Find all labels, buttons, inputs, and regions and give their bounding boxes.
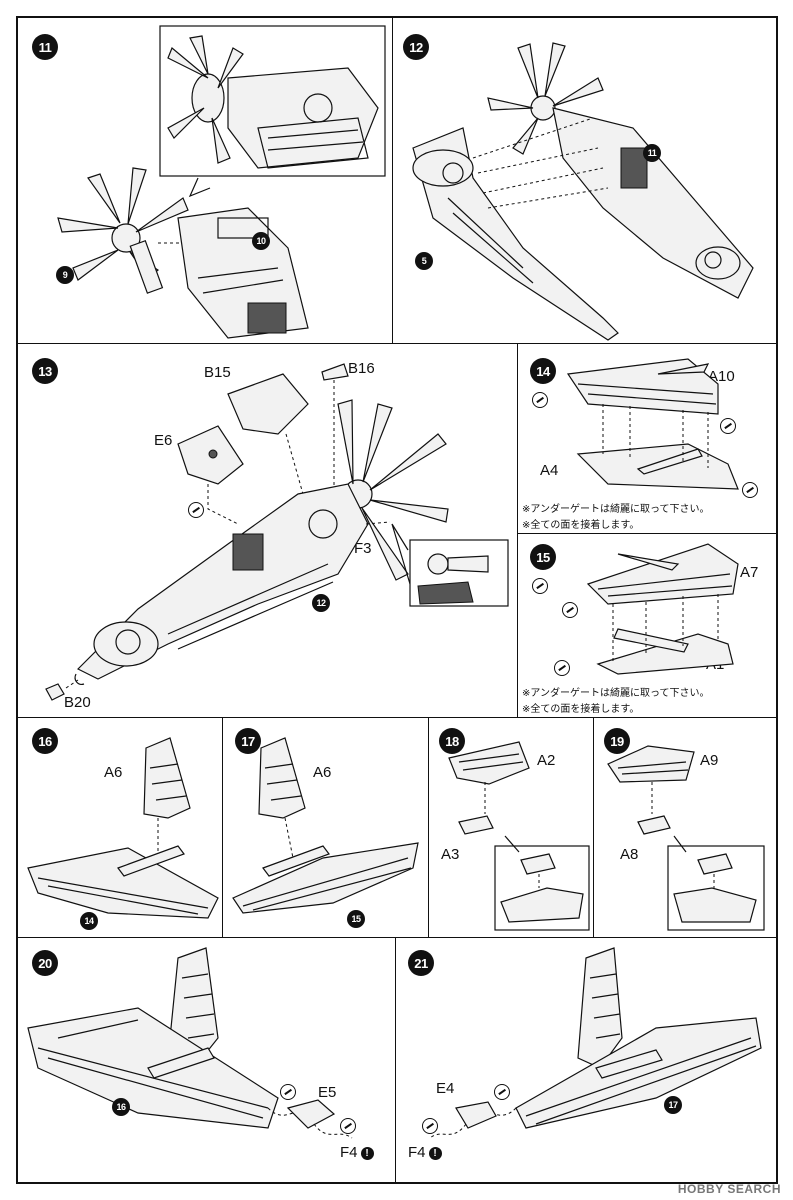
part-label-A7: A7 [740,564,759,581]
step-20-badge: 20 [32,950,58,976]
step-15-badge: 15 [530,544,556,570]
part-label-E6: E6 [154,432,173,449]
part-label-A8: A8 [620,846,639,863]
step-13-propeller [337,399,449,581]
step-21-illustration [429,947,762,1139]
underside-gate-icon [188,502,204,518]
step-19-illustration [607,745,765,931]
step-11-illustration [57,25,386,339]
part-label-B15: B15 [204,364,231,381]
part-label-B16: B16 [348,360,375,377]
part-label-A6: A6 [313,764,332,781]
step-15-panel: 15 A7 A1 ※アンダーゲートは綺麗に取って下さい。 ※全ての面を接着します… [518,534,776,718]
underside-gate-icon [554,660,570,676]
ref-step-12: 12 [312,594,330,612]
exclamation-circle-icon: ! [360,1146,374,1160]
ref-part-9: 9 [56,266,74,284]
part-label-F4: F4! [408,1144,442,1161]
part-label-F4: F4! [340,1144,374,1161]
step-11-detail-inset [159,25,386,177]
step-12-badge: 12 [403,34,429,60]
step-17-badge: 17 [235,728,261,754]
step-13-panel: 13 B15 B16 E6 F3 B20 [18,344,518,718]
step-15-note-glue: ※全ての面を接着します。 [522,704,640,715]
step-18-badge: 18 [439,728,465,754]
step-19-panel: 19 A9 A8 [594,718,776,938]
part-label-A9: A9 [700,752,719,769]
underside-gate-icon [742,482,758,498]
step-14-illustration [566,358,739,490]
ref-step-16: 16 [112,1098,130,1116]
step-14-note-glue: ※全ての面を接着します。 [522,520,640,531]
step-13-badge: 13 [32,358,58,384]
underside-gate-icon [340,1118,356,1134]
part-label-A6: A6 [104,764,123,781]
step-16-badge: 16 [32,728,58,754]
ref-step-11: 11 [643,144,661,162]
step-13-illustration [45,363,509,701]
underside-gate-icon [280,1084,296,1100]
underside-gate-icon [720,418,736,434]
step-19-badge: 19 [604,728,630,754]
part-label-A3: A3 [441,846,460,863]
step-16-illustration [27,737,219,919]
step-20-panel: 20 E5 F4! 16 [18,938,396,1182]
step-14-panel: 14 A10 A4 ※アンダーゲートは綺麗に取って下さい。 ※全ての面を接着しま… [518,344,776,534]
part-label-A4: A4 [540,462,559,479]
step-13-detail-inset [409,539,509,607]
ref-part-5: 5 [415,252,433,270]
underside-gate-icon [532,578,548,594]
underside-gate-icon [562,602,578,618]
step-18-panel: 18 A2 A3 [429,718,594,938]
step-21-panel: 21 E4 F4! 17 [396,938,776,1182]
inset-propeller [167,35,244,164]
part-label-B20: B20 [64,694,91,711]
step-14-note-gate: ※アンダーゲートは綺麗に取って下さい。 [522,504,710,515]
part-label-E4: E4 [436,1080,455,1097]
instruction-sheet-frame [16,16,778,1184]
ref-step-10: 10 [252,232,270,250]
step-12-illustration [412,42,754,341]
ref-step-14: 14 [80,912,98,930]
step-14-badge: 14 [530,358,556,384]
step-16-panel: 16 A6 14 [18,718,223,938]
part-label-F3: F3 [354,540,372,557]
step-15-illustration [586,543,739,675]
step-15-note-gate: ※アンダーゲートは綺麗に取って下さい。 [522,688,710,699]
underside-gate-icon [494,1084,510,1100]
step-12-panel: 12 11 5 [393,18,776,344]
watermark: HOBBY SEARCH [677,1182,781,1196]
step-17-illustration [232,737,419,914]
underside-gate-icon [532,392,548,408]
step-21-badge: 21 [408,950,434,976]
step-18-illustration [448,741,590,931]
ref-step-17: 17 [664,1096,682,1114]
step-20-illustration [27,947,353,1139]
step-12-propeller [487,42,604,155]
step-18-detail-inset [494,845,590,931]
part-label-E5: E5 [318,1084,337,1101]
step-11-panel: 11 [18,18,393,344]
exclamation-circle-icon: ! [428,1146,442,1160]
ref-step-15: 15 [347,910,365,928]
step-19-detail-inset [667,845,765,931]
underside-gate-icon [422,1118,438,1134]
main-propeller [57,167,189,294]
part-label-A2: A2 [537,752,556,769]
step-17-panel: 17 A6 15 [223,718,429,938]
step-11-badge: 11 [32,34,58,60]
